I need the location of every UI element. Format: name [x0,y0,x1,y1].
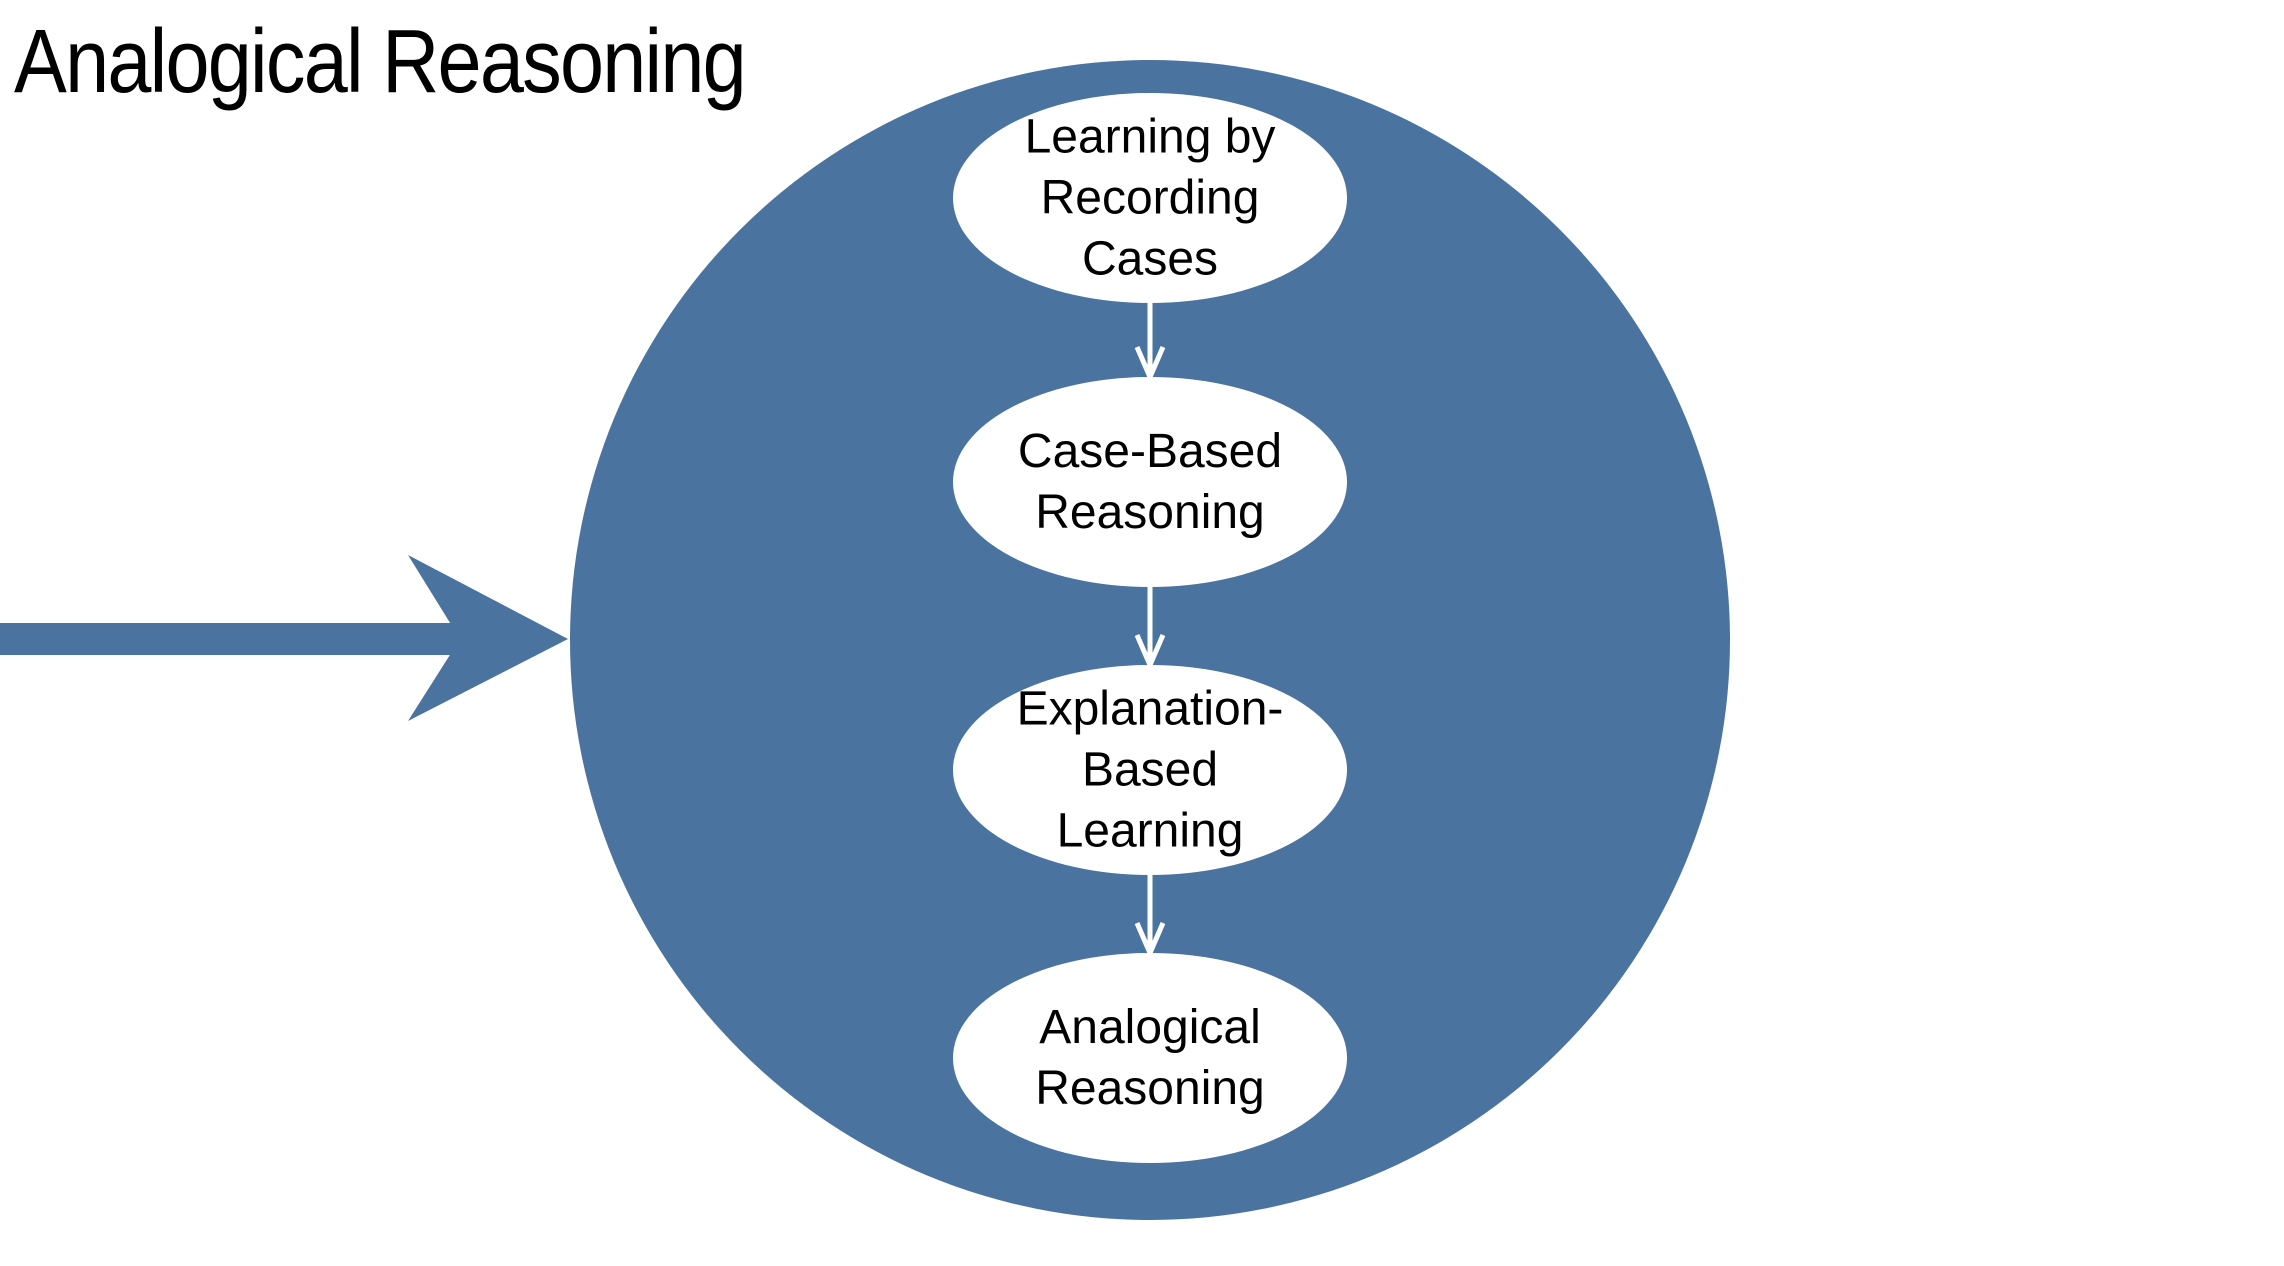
incoming-arrow [0,555,568,721]
node-ellipse [953,953,1347,1163]
incoming-arrow-shaft [0,623,462,655]
node-ellipse [953,665,1347,875]
node-label-line: Learning [1057,805,1244,858]
node-label-line: Cases [1082,233,1218,286]
incoming-arrow-head [408,555,568,721]
node-label-line: Recording [1041,172,1260,225]
node-label-line: Analogical [1039,1001,1260,1054]
node-label-line: Explanation- [1017,683,1284,736]
node-ellipse [953,377,1347,587]
node-label-line: Reasoning [1035,486,1265,539]
node-label-line: Based [1082,744,1218,797]
node-label-line: Case-Based [1018,425,1282,478]
node-ellipse [953,93,1347,303]
page-title: Analogical Reasoning [14,12,747,112]
node-label-line: Reasoning [1035,1062,1265,1115]
node-label-line: Learning by [1025,111,1276,164]
flow-nodes: Learning by RecordingCasesCase-BasedReaso… [953,93,1347,1163]
